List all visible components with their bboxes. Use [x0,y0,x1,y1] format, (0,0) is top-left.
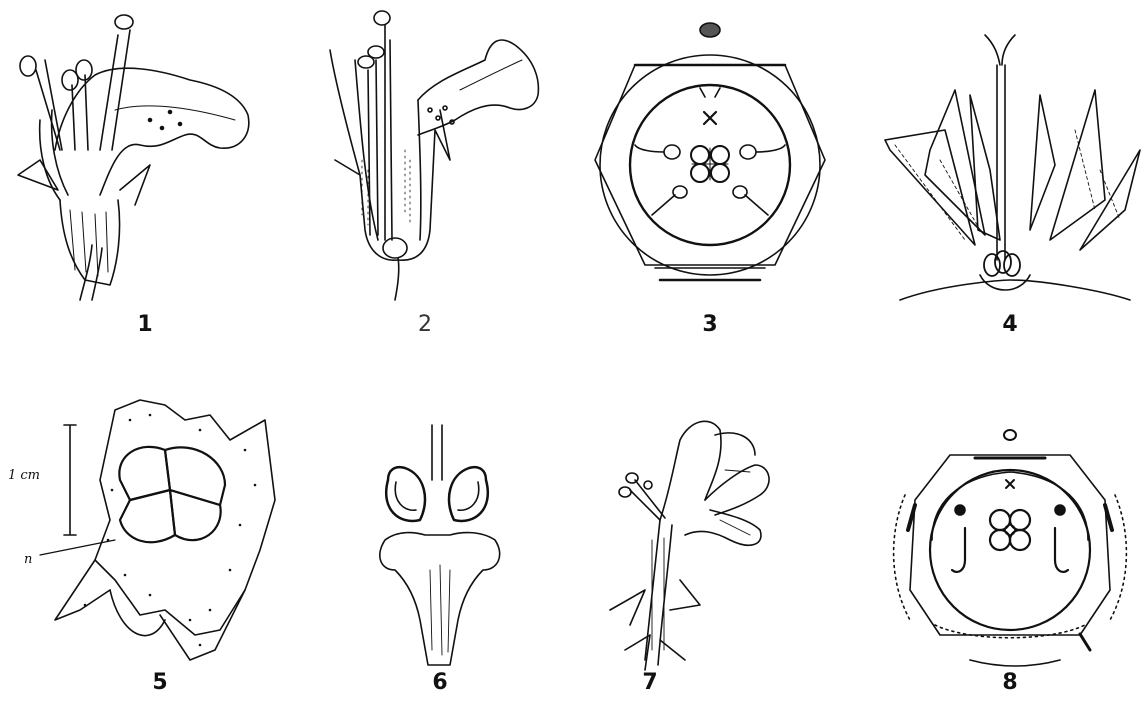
figure-number-8: 8 [990,670,1030,695]
nectary-pointer [40,540,115,555]
flower-side-view-drawing [0,0,270,310]
flower-section-drawing [290,0,560,310]
panel-1-flower-side-view: 1 [0,0,270,310]
panel-2-flower-longitudinal-section: 2 [290,0,560,310]
panel-4-opened-calyx-pistil: 4 [870,0,1145,310]
figure-number-7: 7 [630,670,670,695]
figure-number-2: 2 [405,312,445,337]
flowering-shoot-drawing [590,410,790,704]
fruit-drawing [0,390,280,704]
floral-diagram-8 [880,410,1145,704]
opened-calyx-drawing [870,0,1145,310]
scale-label: 1 cm [8,468,40,483]
figure-number-6: 6 [420,670,460,695]
panel-6-stamen-detail: 6 [360,420,540,704]
figure-number-3: 3 [690,312,730,337]
figure-number-4: 4 [990,312,1030,337]
panel-8-floral-diagram: 8 [880,410,1145,704]
panel-7-flowering-shoot: 7 [590,410,790,704]
scale-bar [64,425,76,535]
stamen-detail-drawing [360,420,540,704]
nectary-label: n [24,552,32,567]
floral-diagram-3 [580,0,840,310]
panel-3-floral-diagram: 3 [580,0,840,310]
panel-5-fruit-with-scale: 1 cm n 5 [0,390,280,704]
figure-number-1: 1 [125,312,165,337]
figure-number-5: 5 [140,670,180,695]
